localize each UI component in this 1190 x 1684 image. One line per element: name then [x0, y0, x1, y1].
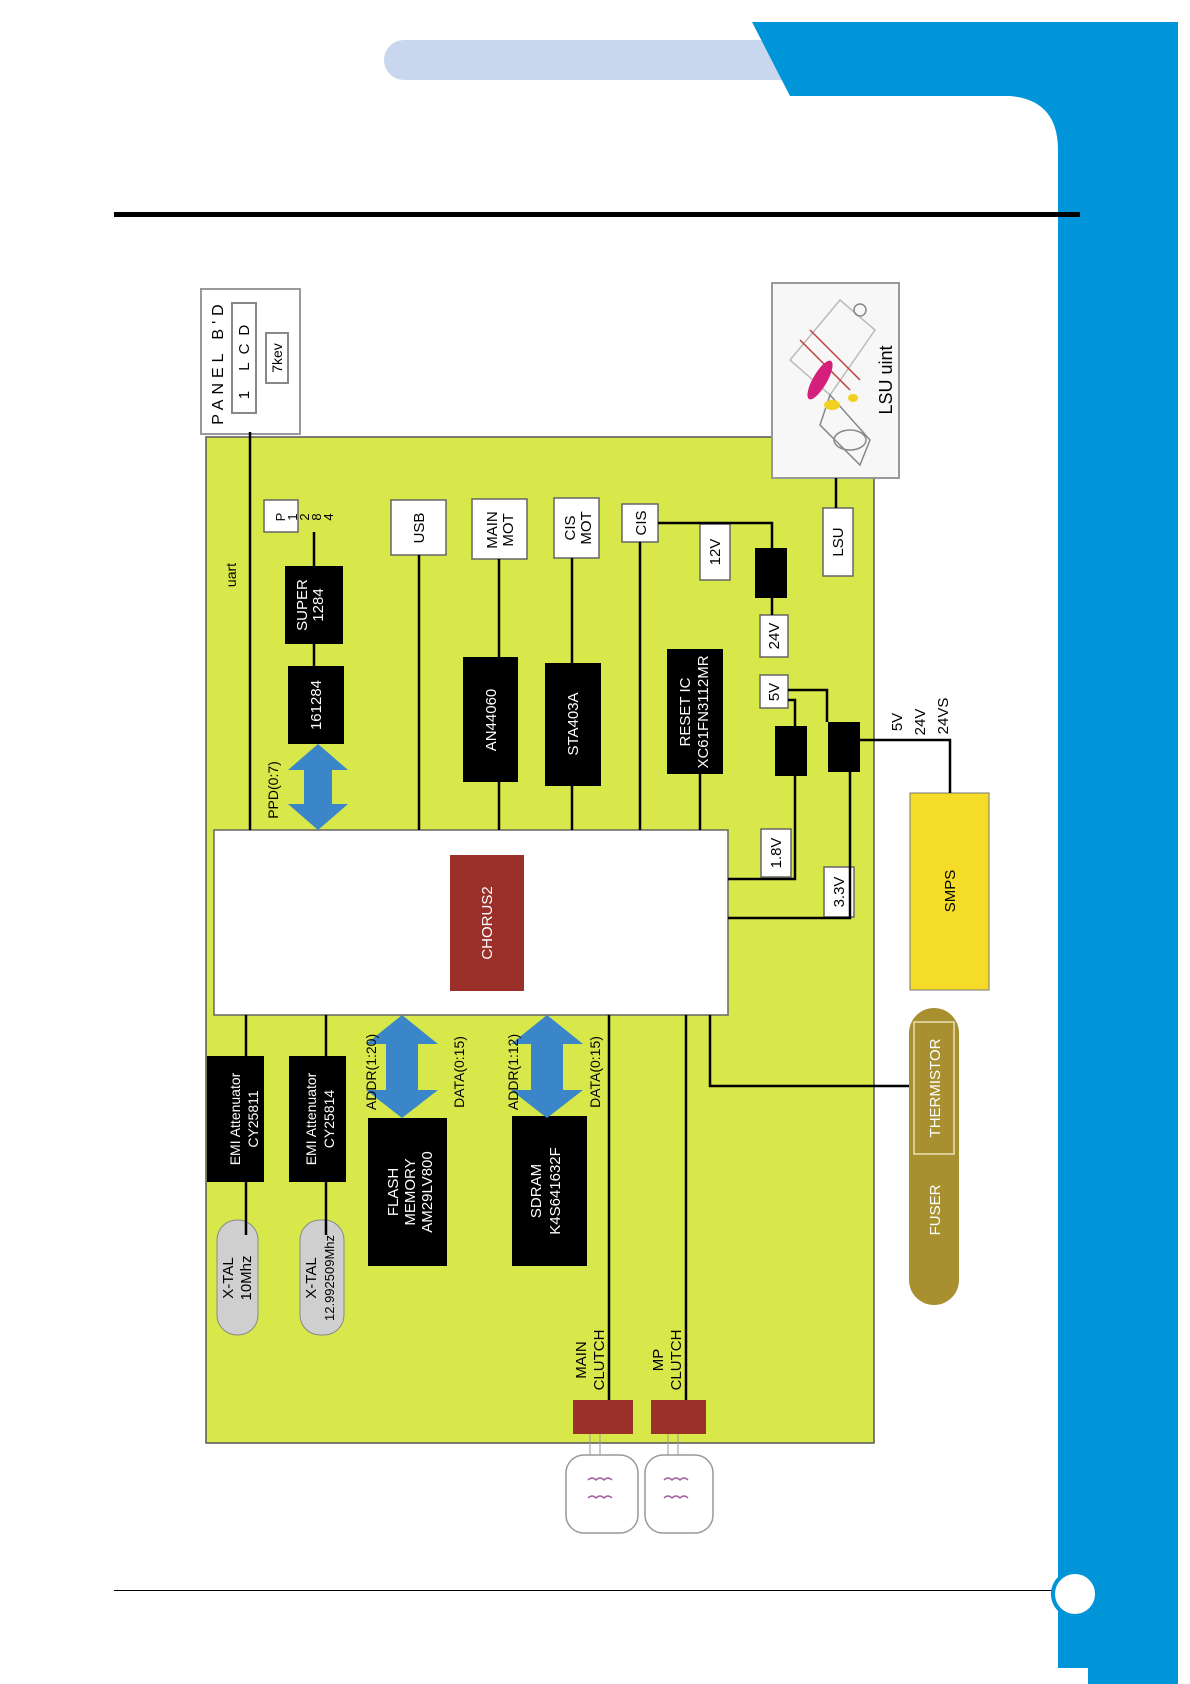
data-flash-label: DATA(0:15)	[451, 1036, 467, 1108]
p1284-1: 1	[285, 513, 300, 520]
smps-label: SMPS	[942, 870, 959, 913]
mp-clutch-label-2: CLUTCH	[668, 1330, 685, 1391]
sta403a-label: STA403A	[565, 692, 582, 755]
super1284-chip	[285, 566, 343, 644]
lsu-label: LSU	[830, 527, 847, 556]
top-rule	[114, 212, 1080, 217]
smps-out-5v: 5V	[889, 713, 906, 731]
sdram-label-1: SDRAM	[528, 1164, 545, 1218]
xtal2-label-1: X-TAL	[303, 1257, 320, 1298]
ic161284-label: 161284	[308, 680, 325, 730]
xtal1	[216, 1219, 259, 1336]
super1284-label-1: SUPER	[294, 579, 311, 631]
emi2-label-1: EMI Attenuator	[303, 1072, 319, 1165]
flash-chip	[368, 1118, 447, 1266]
v18-box	[760, 828, 792, 878]
page-circle-icon	[1051, 1570, 1099, 1618]
main-mot-label-1: MAIN	[484, 511, 501, 549]
main-mot-box	[471, 498, 528, 560]
v18-label: 1.8V	[768, 838, 785, 869]
reg-5v-b	[828, 722, 860, 772]
xtal2-label-2: 12.992509Mhz	[322, 1235, 337, 1321]
an44060-chip	[463, 657, 518, 782]
fuser-block	[909, 1008, 959, 1305]
data-sdram-label: DATA(0:15)	[587, 1036, 603, 1108]
xtal1-label-2: 10Mhz	[238, 1255, 255, 1300]
super1284-label-2: 1284	[310, 588, 327, 621]
flash-label-1: FLASH	[385, 1168, 402, 1216]
main-clutch-label-1: MAIN	[573, 1341, 590, 1379]
chorus2-core	[450, 855, 524, 991]
an44060-label: AN44060	[483, 689, 500, 752]
uart-label: uart	[223, 563, 239, 587]
sdram-label-2: K4S641632F	[547, 1147, 564, 1235]
addr-sdram-label: ADDR(1:12)	[505, 1034, 521, 1110]
v5-box	[759, 674, 789, 709]
smps-out-24v: 24V	[912, 709, 929, 736]
ppd-bus-arrow	[288, 744, 348, 830]
xtal1-label-1: X-TAL	[220, 1257, 237, 1298]
thermistor-label: THERMISTOR	[927, 1038, 944, 1137]
sta403a-chip	[545, 663, 601, 786]
emi2-chip	[289, 1056, 346, 1182]
reg-12v	[755, 548, 787, 598]
sdram-chip	[512, 1116, 587, 1266]
xtal2	[299, 1219, 345, 1336]
reset-ic-chip	[667, 649, 723, 774]
clutch-coil-icons	[565, 1454, 714, 1534]
cis-label: CIS	[633, 510, 650, 535]
panel-key: 7kev	[269, 343, 285, 373]
p1284-2: 2	[297, 513, 312, 520]
flash-label-2: MEMORY	[402, 1158, 419, 1225]
panel-lcd: 1 LCD	[236, 317, 253, 400]
v12-label: 12V	[707, 539, 724, 566]
p1284-4: 4	[321, 513, 336, 520]
p1284-8: 8	[309, 513, 324, 520]
sdram-bus-arrow	[511, 1015, 583, 1118]
usb-label: USB	[411, 513, 428, 544]
p1284-p: P	[273, 513, 288, 522]
header-pill	[384, 40, 804, 80]
v24-box	[759, 614, 789, 658]
main-mot-label-2: MOT	[500, 513, 517, 546]
ppd-label: PPD(0:7)	[265, 761, 281, 819]
emi1-chip	[207, 1056, 264, 1182]
emi1-label-2: CY25811	[245, 1090, 261, 1148]
smps-out-24vs: 24VS	[935, 698, 952, 735]
lsu-unit-label: LSU uint	[876, 345, 896, 414]
v33-label: 3.3V	[831, 877, 848, 908]
cis-mot-label-2: MOT	[578, 511, 595, 544]
bus-arrows	[288, 744, 583, 1118]
addr-flash-label: ADDR(1:20)	[363, 1034, 379, 1110]
reset-ic-label-1: RESET IC	[677, 677, 694, 746]
p1284-box	[263, 499, 299, 533]
flash-bus-arrow	[366, 1015, 438, 1118]
ic161284-chip	[288, 666, 344, 744]
mp-clutch-block	[651, 1400, 706, 1434]
v5-label: 5V	[766, 683, 783, 701]
panel-title: PANEL B'D	[210, 299, 227, 424]
chorus2-label: CHORUS2	[479, 886, 496, 959]
smps-block	[909, 792, 990, 991]
diagram-labels: PANEL B'D 1 LCD 7kev LSU uint uart PPD(0…	[210, 299, 959, 1390]
emi2-label-2: CY25814	[321, 1090, 337, 1149]
emi1-label-1: EMI Attenuator	[227, 1072, 243, 1165]
lsu-box	[822, 507, 854, 577]
v24-label: 24V	[766, 623, 783, 650]
reset-ic-label-2: XC61FN3112MR	[695, 655, 712, 768]
cis-mot-box	[553, 497, 600, 559]
main-clutch-block	[573, 1400, 633, 1434]
lsu-mirror	[807, 360, 833, 400]
cis-mot-label-1: CIS	[562, 515, 579, 540]
bottom-rule	[114, 1590, 1058, 1591]
main-clutch-label-2: CLUTCH	[591, 1330, 608, 1391]
reg-5v-a	[775, 726, 807, 776]
wires	[244, 432, 952, 1400]
flash-label-3: AM29LV800	[419, 1151, 436, 1232]
fuser-label: FUSER	[927, 1184, 944, 1235]
mp-clutch-label-1: MP	[650, 1349, 667, 1372]
